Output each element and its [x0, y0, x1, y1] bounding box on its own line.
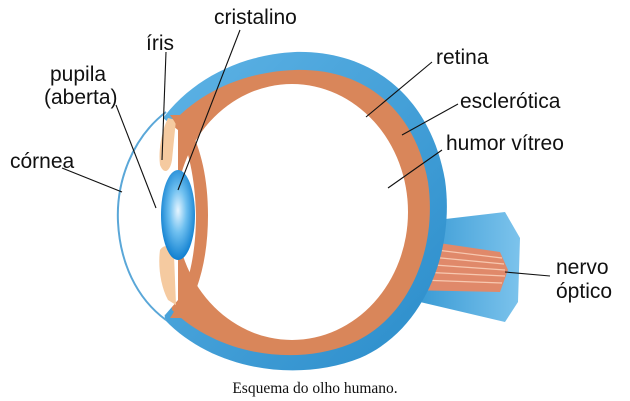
caption: Esquema do olho humano.: [232, 380, 397, 397]
label-humor-vitreo: humor vítreo: [446, 132, 564, 155]
label-cornea: córnea: [10, 150, 75, 173]
label-pupila-line1: pupila: [50, 63, 106, 86]
label-cristalino: cristalino: [214, 6, 297, 29]
label-esclerotica: esclerótica: [460, 90, 561, 113]
vitreous-humor: [176, 84, 408, 340]
label-retina: retina: [436, 46, 489, 69]
lens: [161, 170, 195, 260]
label-pupila-line2: (aberta): [44, 86, 118, 109]
label-nervo: nervo: [556, 256, 609, 279]
label-iris: íris: [146, 32, 174, 55]
label-optico: óptico: [556, 280, 612, 303]
